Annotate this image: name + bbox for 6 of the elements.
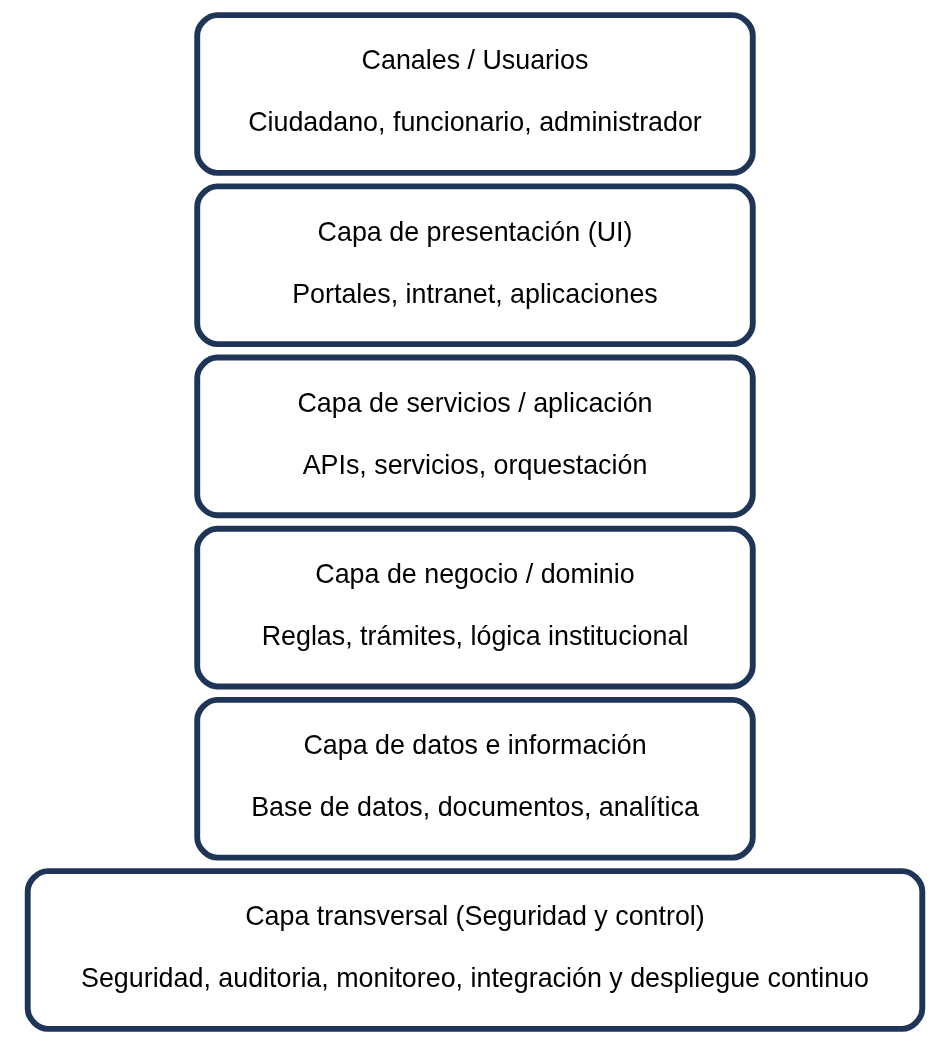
node-box: Canales / Usuarios Ciudadano, funcionario, administrador — [194, 12, 756, 176]
node-box: Capa de datos e información Base de datos, documentos, analítica — [194, 696, 756, 861]
node-box: Capa transversal (Seguridad y control) Seguridad, auditoria, monitoreo, integración y despliegue continuo — [24, 868, 926, 1032]
node-box: Capa de presentación (UI) Portales, intranet, aplicaciones — [194, 183, 756, 348]
node-box: Capa de servicios / aplicación APIs, servicios, orquestación — [194, 354, 756, 519]
node-box: Capa de negocio / dominio Reglas, trámites, lógica institucional — [194, 525, 756, 690]
